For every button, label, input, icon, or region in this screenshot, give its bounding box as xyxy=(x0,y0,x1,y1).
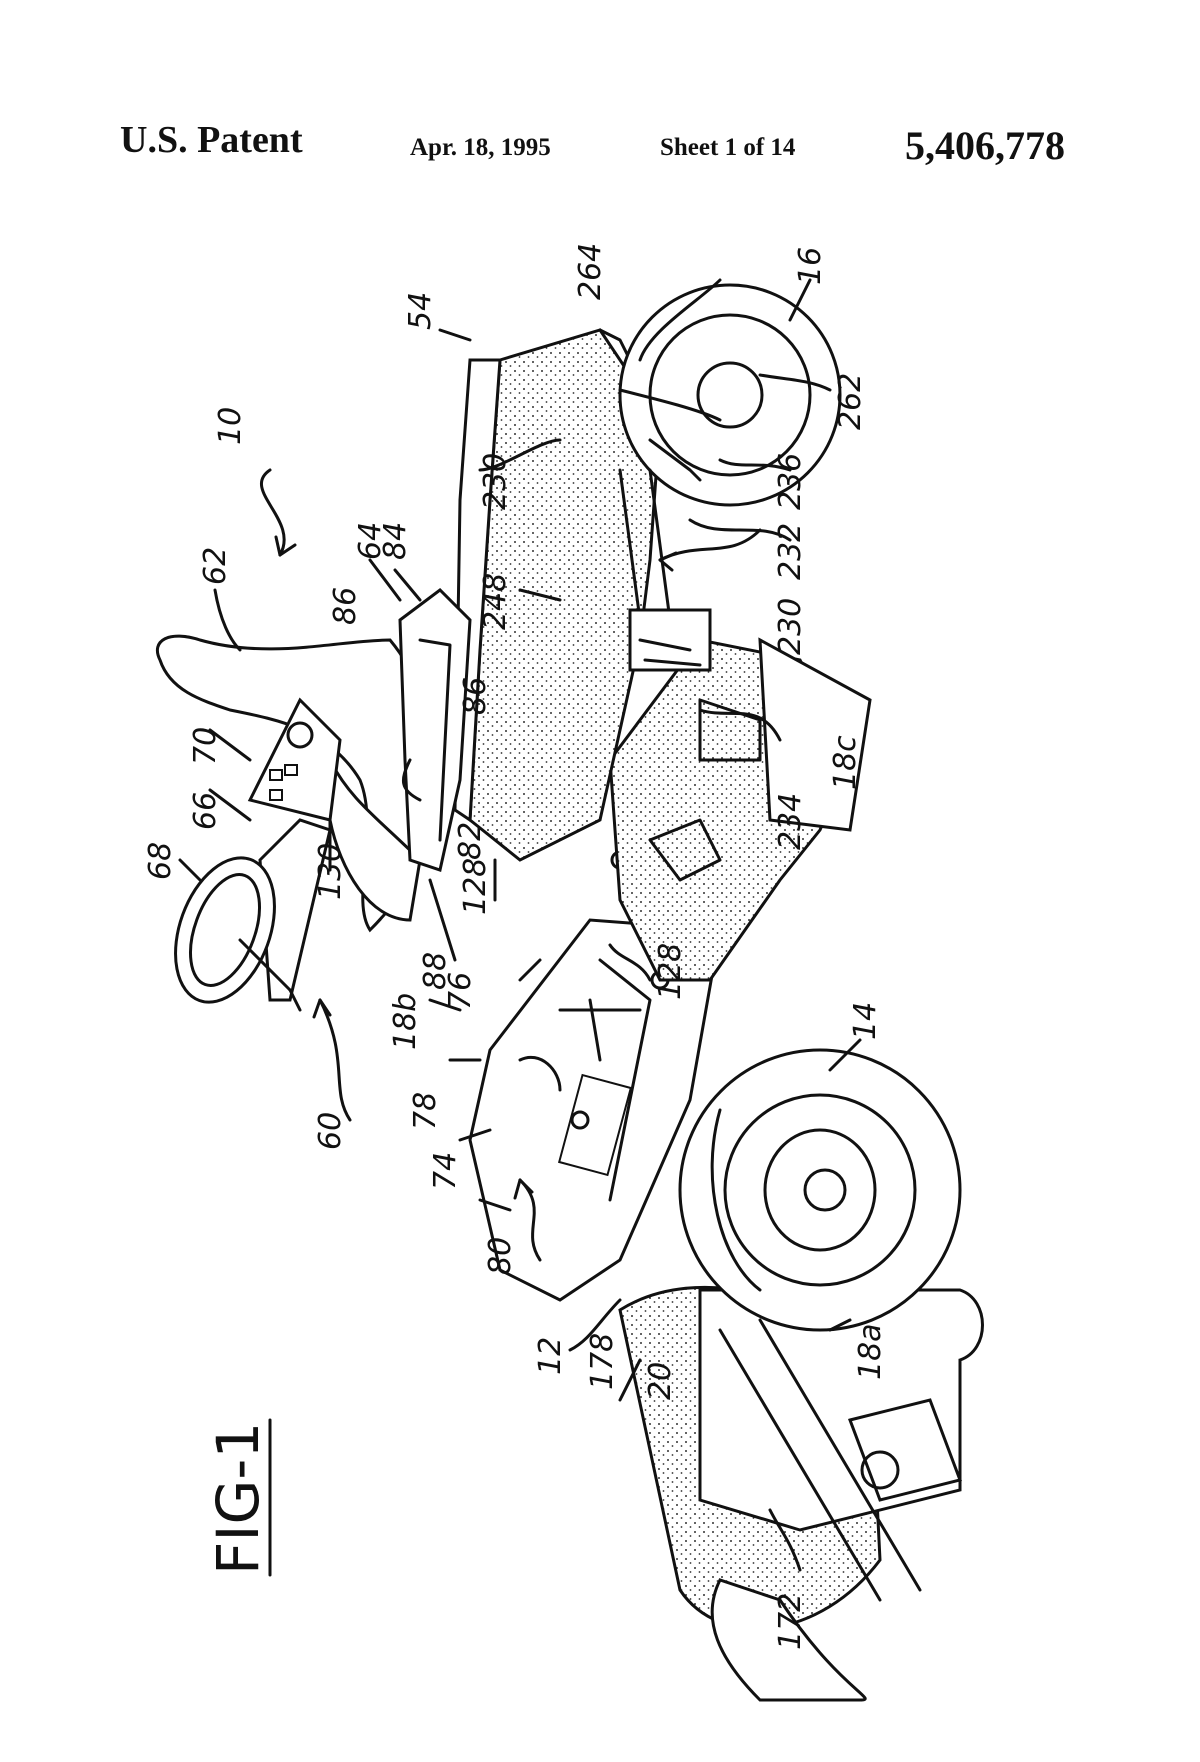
ref-172: 172 xyxy=(773,1593,808,1650)
ref-86-upper: 86 xyxy=(328,587,363,625)
ref-88: 88 xyxy=(418,952,453,990)
ref-84: 84 xyxy=(378,522,413,560)
ref-76: 76 xyxy=(443,972,478,1010)
ref-230-top: 230 xyxy=(478,453,513,510)
ref-262: 262 xyxy=(833,373,868,430)
figure-label: FIG-1 xyxy=(204,1418,272,1577)
steering-linkage xyxy=(618,468,712,672)
seat xyxy=(156,634,434,933)
reference-numerals: 10 62 54 264 16 262 236 232 230 230 18c … xyxy=(143,243,888,1650)
ref-12: 12 xyxy=(533,1337,568,1375)
ref-70: 70 xyxy=(188,727,223,765)
ref-14: 14 xyxy=(848,1002,883,1040)
ref-60: 60 xyxy=(313,1112,348,1150)
sheet-number: Sheet 1 of 14 xyxy=(660,134,796,161)
ref-10: 10 xyxy=(213,407,248,445)
fender-panel xyxy=(398,588,472,872)
hood xyxy=(453,328,662,862)
steering-wheel xyxy=(174,856,292,1004)
patent-date: Apr. 18, 1995 xyxy=(410,134,551,161)
patent-header: U.S. Patent Apr. 18, 1995 Sheet 1 of 14 … xyxy=(0,0,1200,240)
ref-128-lower: 128 xyxy=(653,943,688,1000)
rear-wheel xyxy=(618,283,842,507)
ref-62: 62 xyxy=(198,547,233,585)
cutting-deck-right xyxy=(608,637,872,982)
figure-label-text: FIG-1 xyxy=(204,1422,272,1575)
ref-178: 178 xyxy=(585,1333,620,1390)
ref-54: 54 xyxy=(403,292,438,330)
rear-roller xyxy=(618,1285,984,1702)
ref-18c: 18c xyxy=(828,735,863,790)
ref-68: 68 xyxy=(143,842,178,880)
ref-64: 64 xyxy=(353,522,388,560)
ref-66: 66 xyxy=(188,792,223,830)
ref-236: 236 xyxy=(773,453,808,510)
ref-230-right: 230 xyxy=(773,598,808,655)
ref-18a: 18a xyxy=(853,1323,888,1380)
ref-18b: 18b xyxy=(388,993,423,1050)
ref-20: 20 xyxy=(643,1362,678,1400)
ref-82: 82 xyxy=(453,822,488,860)
ref-264: 264 xyxy=(573,243,608,300)
patent-number: 5,406,778 xyxy=(905,123,1065,168)
ref-130: 130 xyxy=(313,843,348,900)
ref-234: 234 xyxy=(773,793,808,850)
front-wheel xyxy=(678,1048,962,1332)
ref-86-lower: 86 xyxy=(458,677,493,715)
leader-lines xyxy=(178,278,862,1572)
control-console xyxy=(247,697,342,1012)
ref-74: 74 xyxy=(428,1152,463,1190)
ref-80: 80 xyxy=(483,1237,518,1275)
ref-16: 16 xyxy=(793,247,828,285)
ref-128-upper: 128 xyxy=(458,858,493,915)
patent-label: U.S. Patent xyxy=(120,119,303,161)
ref-232: 232 xyxy=(773,523,808,580)
ref-248: 248 xyxy=(478,573,513,630)
ref-78: 78 xyxy=(408,1092,443,1130)
